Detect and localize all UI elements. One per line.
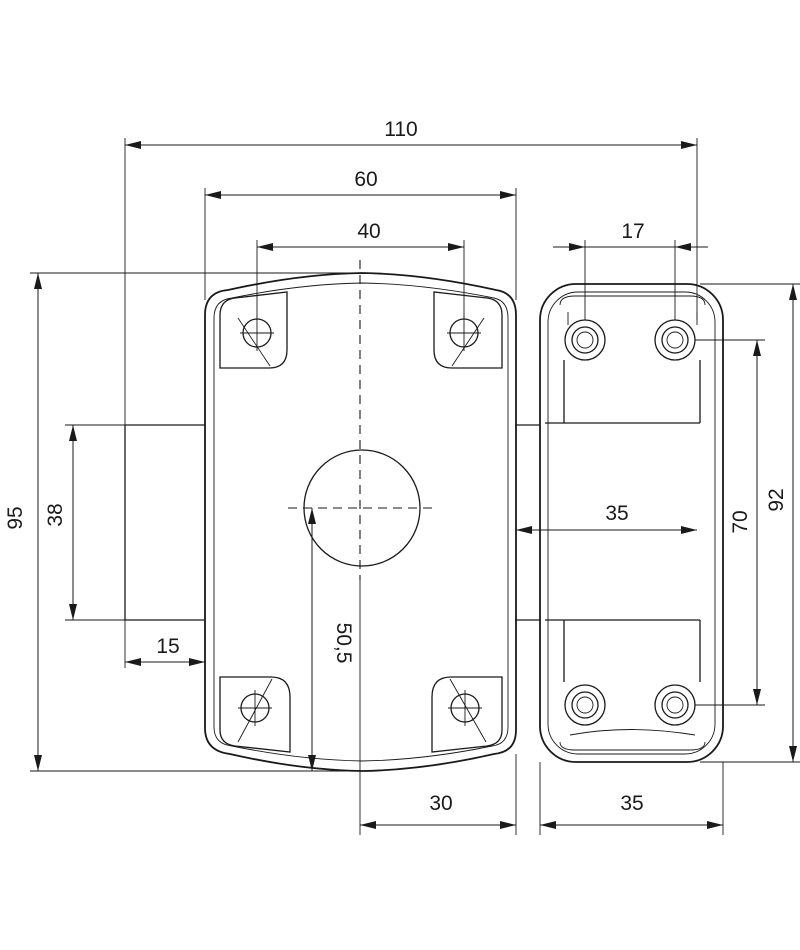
- strike-screw-top-left: [564, 319, 606, 361]
- strike-bolt-channel: [545, 422, 700, 621]
- label-screw-spacing: 40: [357, 220, 380, 243]
- strike-bottom-flange: [559, 729, 706, 751]
- bolt-right: [515, 424, 540, 621]
- strike-screw-bottom-right: [654, 684, 696, 726]
- label-strike-width: 35: [620, 792, 643, 815]
- label-strike-height: 92: [765, 488, 788, 511]
- label-height: 95: [4, 506, 27, 529]
- strike-inner: [547, 291, 716, 755]
- label-bolt-projection: 15: [156, 635, 179, 658]
- label-plate-width: 60: [354, 168, 377, 191]
- label-overall-width: 110: [384, 118, 417, 141]
- strike-channel: [563, 360, 701, 682]
- strike-outer: [539, 283, 724, 763]
- lock-plate-outline: [204, 272, 517, 772]
- bolt-left: [124, 424, 205, 621]
- label-bolt-height: 38: [44, 503, 67, 526]
- label-strike-screw-vertical: 70: [729, 510, 752, 533]
- screw-pocket-bottom-left: [219, 676, 291, 753]
- label-centre-to-edge: 30: [429, 792, 452, 815]
- dimension-labels: 110 60 40 17 95 38 15 50,5 35 70 92 30 3…: [4, 118, 788, 815]
- label-strike-screw-spacing: 17: [621, 220, 644, 243]
- dimension-lines: [34, 141, 797, 829]
- label-centre-height: 50,5: [332, 623, 355, 664]
- lock-body: [124, 260, 540, 772]
- screw-pocket-top-left: [219, 291, 288, 369]
- screw-pocket-bottom-right: [431, 676, 503, 753]
- strike-screw-bottom-left: [564, 684, 606, 726]
- strike-plate: [539, 283, 724, 763]
- screw-pocket-top-right: [433, 291, 503, 369]
- extension-lines: [30, 138, 800, 835]
- lock-plate-inner: [213, 282, 509, 762]
- label-strike-bolt-width: 35: [605, 502, 628, 525]
- strike-screw-top-right: [654, 319, 696, 361]
